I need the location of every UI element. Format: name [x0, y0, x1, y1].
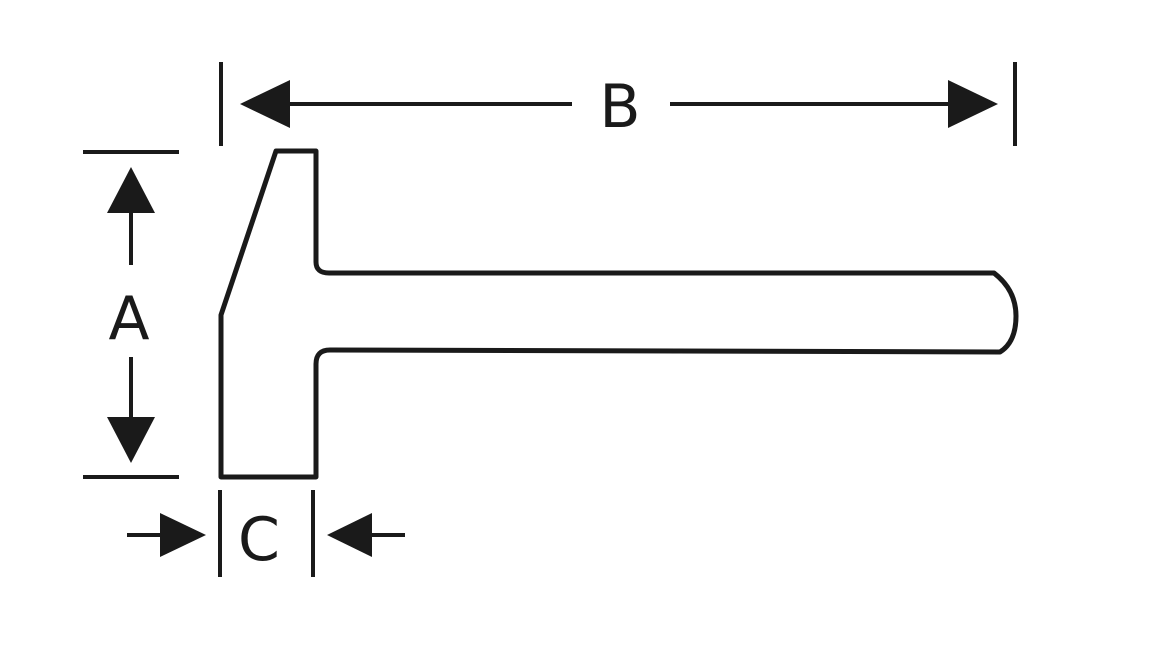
dimension-b-label: B — [599, 72, 640, 142]
arrow-up-icon — [107, 167, 155, 213]
arrow-down-icon — [107, 417, 155, 463]
hammer-outline — [218, 148, 1019, 480]
arrow-left-icon — [240, 80, 290, 128]
dimension-b — [219, 62, 1017, 146]
dimension-c — [127, 490, 405, 577]
dimension-a — [83, 150, 179, 479]
arrow-right-icon — [160, 513, 206, 557]
dimension-c-label: C — [238, 505, 280, 575]
arrow-left-icon — [327, 513, 372, 557]
dimension-a-label: A — [108, 284, 149, 354]
arrow-right-icon — [948, 80, 998, 128]
